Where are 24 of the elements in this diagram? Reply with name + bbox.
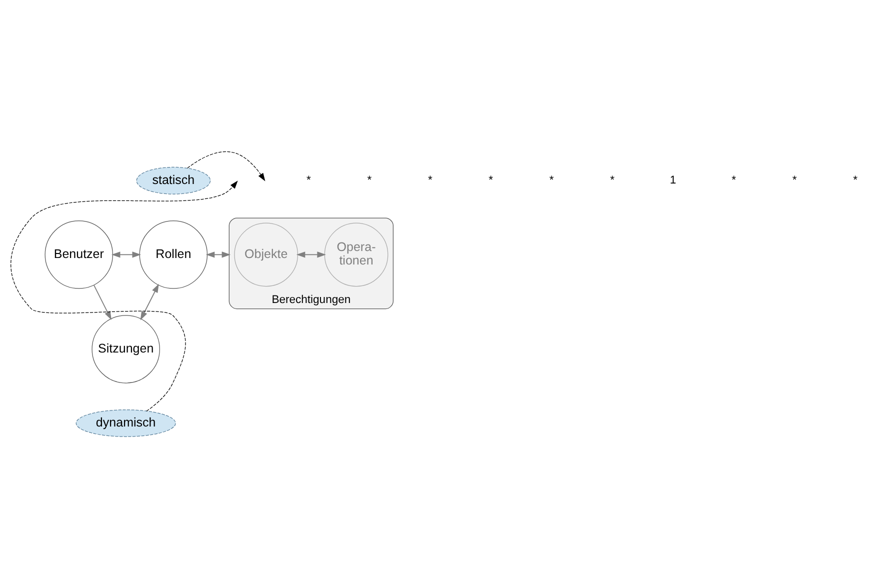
label: * bbox=[367, 174, 372, 186]
label: * bbox=[488, 174, 494, 186]
label: * bbox=[610, 174, 615, 186]
node-circle: Opera- tionen bbox=[324, 222, 388, 286]
label: * bbox=[306, 174, 311, 186]
arrow bbox=[140, 283, 159, 320]
label: * bbox=[853, 174, 858, 186]
label: * bbox=[549, 174, 554, 186]
arrow bbox=[206, 251, 231, 258]
arrow bbox=[10, 180, 238, 411]
node-ellipse: dynamisch bbox=[76, 408, 176, 436]
arrow bbox=[187, 150, 266, 181]
label: 1 bbox=[670, 174, 676, 186]
label: * bbox=[732, 174, 736, 186]
label: * bbox=[428, 174, 432, 186]
arrow bbox=[93, 284, 112, 320]
label: * bbox=[792, 174, 797, 186]
arrow bbox=[296, 251, 326, 258]
node-circle: Sitzungen bbox=[92, 314, 160, 383]
node-circle: Rollen bbox=[139, 220, 208, 288]
node-circle: Benutzer bbox=[44, 220, 114, 288]
node-ellipse: statisch bbox=[136, 166, 211, 194]
arrow bbox=[111, 251, 142, 258]
node-circle: Objekte bbox=[234, 222, 298, 286]
